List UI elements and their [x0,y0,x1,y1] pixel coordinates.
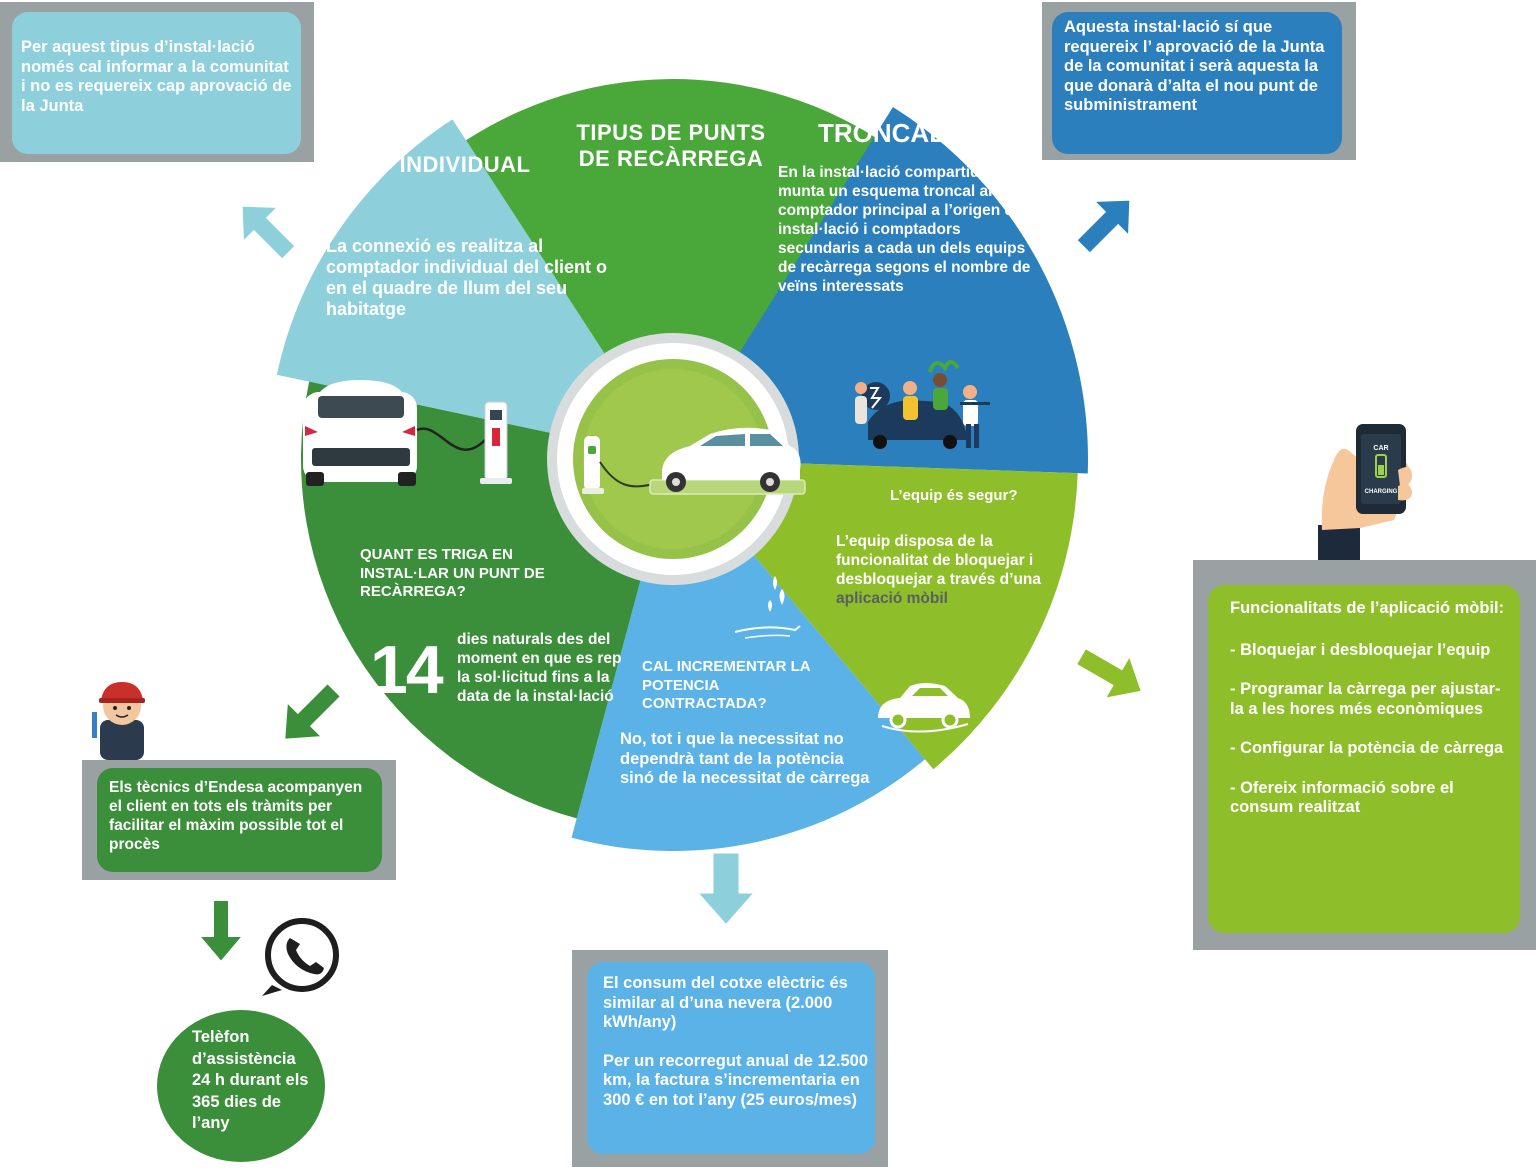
safety-answer: L’equip disposa de la funcionalitat de b… [836,532,1064,608]
individual-title: INDIVIDUAL [399,152,531,177]
center-ev-car-icon [582,427,806,495]
arrow-to-technicians-note [282,680,344,742]
power-question: CAL INCREMENTAR LA POTENCIA CONTRACTADA? [642,658,811,712]
app-feature-lock: - Bloquejar i desbloquejar l’equip [1230,640,1491,659]
hand-phone-icon: CAR CHARGING [1318,424,1412,561]
arrow-to-individual-note [239,203,299,263]
phone-car-label: CAR [1373,445,1388,452]
technician-avatar-icon [92,682,145,760]
safety-question: L’equip és segur? [890,487,1018,504]
arrow-to-troncal-note [1073,197,1133,257]
sector-center-title [466,79,918,460]
consumption-fridge-text: El consum del cotxe elèctric és similar … [603,974,848,1031]
individual-description: La connexió es realitza al comptador ind… [326,236,608,319]
assistance-phone-circle [157,1010,325,1162]
phone-charging-label: CHARGING [1365,489,1398,495]
technicians-note: Els tècnics d’Endesa acompanyen el clien… [97,768,382,872]
troncal-description: En la instal·lació compartida es munta u… [778,164,1040,295]
consumption-note: El consum del cotxe elèctric és similar … [587,962,875,1154]
power-answer: No, tot i que la necessitat no dependrà … [620,730,870,787]
troncal-note: Aquesta instal·lació sí que requereix l’… [1052,12,1342,154]
app-feature-power: - Configurar la potència de càrrega [1230,739,1504,757]
sector-safety [673,459,1078,770]
individual-note: Per aquest tipus d’instal·lació només ca… [12,12,301,154]
app-feature-schedule: - Programar la càrrega per ajustar-la a … [1230,680,1501,718]
install-time-description: dies naturals des del moment en que es r… [457,631,622,705]
install-time-question: QUANT ES TRIGA EN INSTAL·LAR UN PUNT DE … [360,546,545,600]
safety-answer-text: L’equip disposa de la funcionalitat de b… [836,533,1042,588]
arrow-to-app-panel [1073,645,1145,702]
app-feature-consumption: - Ofereix informació sobre el consum rea… [1230,778,1454,817]
sector-individual [276,119,673,460]
app-features-panel: Funcionalitats de l’aplicació mòbil: - B… [1208,585,1520,933]
whatsapp-icon [262,918,339,996]
assistance-phone-text: Telèfon d’assistència 24 h durant els 36… [192,1028,309,1132]
install-time-number: 14 [370,632,444,708]
center-title: TIPUS DE PUNTS DE RECÀRREGA [576,120,766,171]
individual-car-charging-icon [303,380,512,486]
small-ev-icon [878,683,970,733]
arrow-to-consumption-note [692,850,760,929]
troncal-title: TRONCAL [818,118,946,148]
mobile-app-link: aplicació mòbil [836,590,948,607]
water-hand-icon [734,576,801,639]
arrow-to-phone-assistance [196,899,246,964]
app-features-title: Funcionalitats de l’aplicació mòbil: [1230,599,1505,617]
sector-troncal [673,107,1088,474]
community-people-icon [855,360,990,449]
consumption-cost-text: Per un recorregut anual de 12.500 km, la… [603,1051,869,1109]
